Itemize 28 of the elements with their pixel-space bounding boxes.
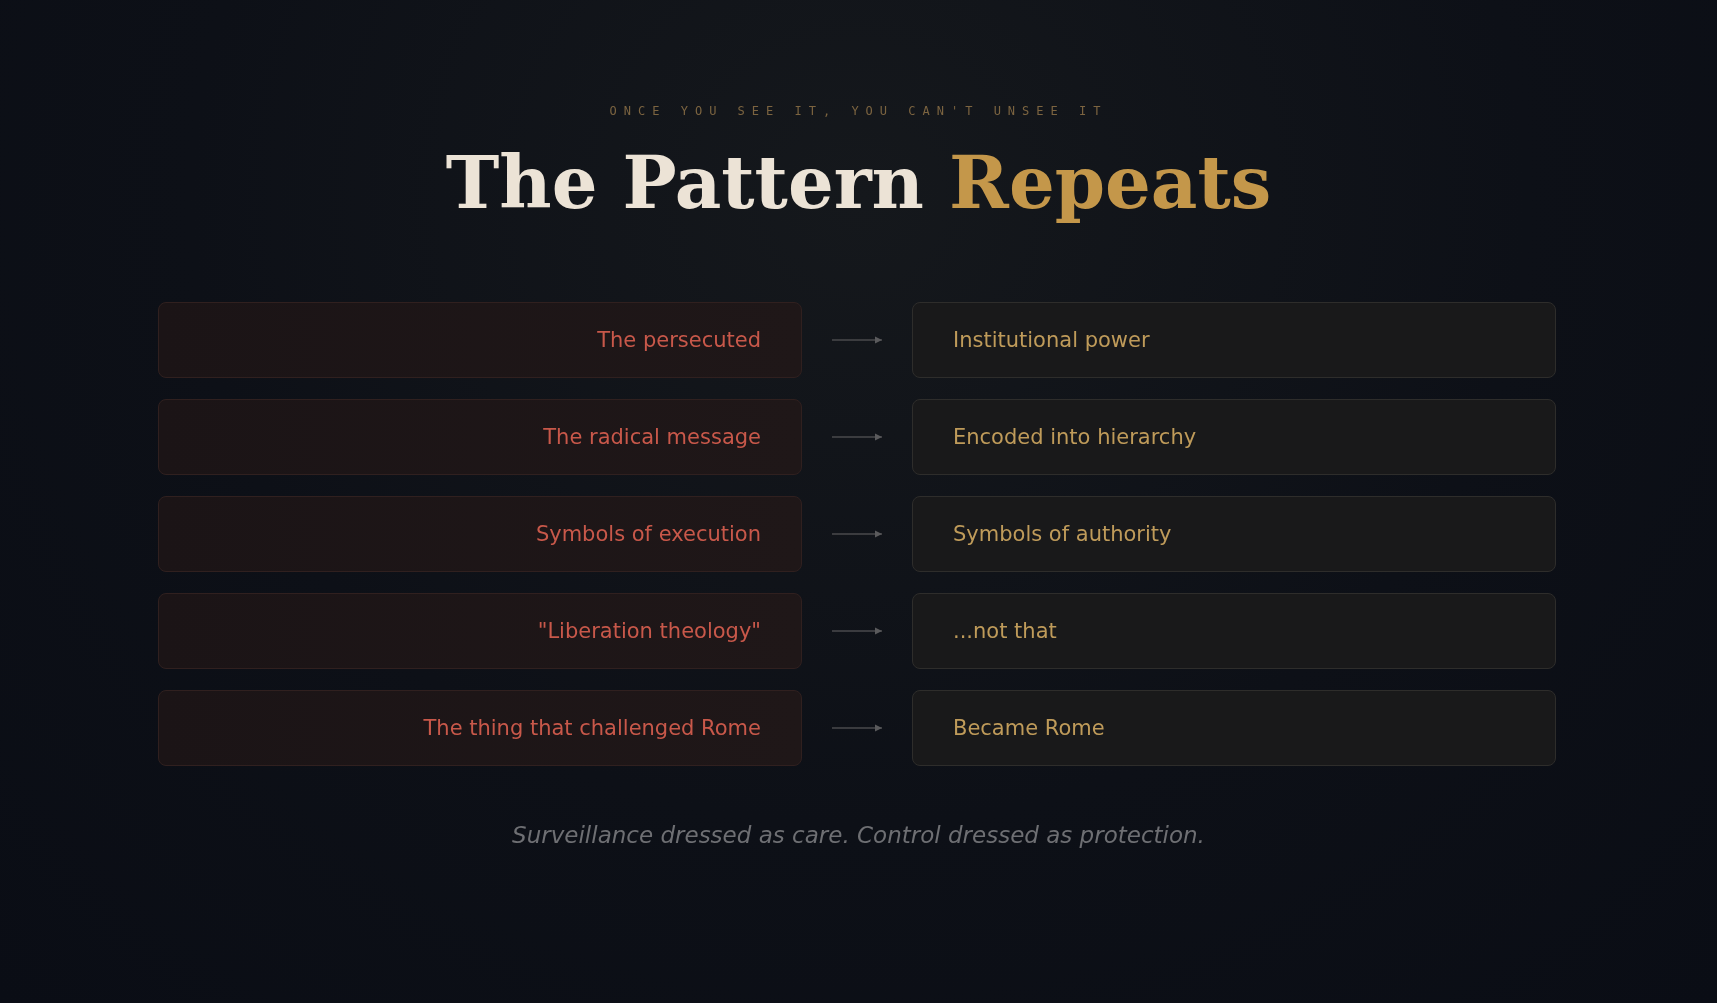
arrow bbox=[831, 724, 883, 732]
arrow bbox=[831, 627, 883, 635]
arrow bbox=[831, 530, 883, 538]
origin-card bbox=[158, 399, 802, 475]
outcome-card bbox=[912, 496, 1556, 572]
card-text: "Liberation theology" bbox=[537, 619, 761, 643]
card-text: The radical message bbox=[543, 425, 761, 449]
arrow bbox=[831, 433, 883, 441]
card-text: Institutional power bbox=[953, 328, 1150, 352]
arrow bbox=[831, 336, 883, 344]
card-text: ...not that bbox=[953, 619, 1057, 643]
card-text: Symbols of execution bbox=[535, 522, 761, 546]
outcome-card bbox=[912, 399, 1556, 475]
card-text: Encoded into hierarchy bbox=[953, 425, 1197, 449]
card-text: Symbols of authority bbox=[953, 522, 1172, 546]
origin-card bbox=[158, 593, 802, 669]
card-text: The persecuted bbox=[597, 328, 761, 352]
outcome-card bbox=[912, 690, 1556, 766]
card-text: The thing that challenged Rome bbox=[423, 716, 761, 740]
caption: Surveillance dressed as care. Control dressed as protection. bbox=[512, 822, 1205, 848]
title: The Pattern Repeats bbox=[445, 140, 1272, 225]
origin-card bbox=[158, 690, 802, 766]
card-text: Became Rome bbox=[953, 716, 1105, 740]
outcome-card bbox=[912, 593, 1556, 669]
outcome-card bbox=[912, 302, 1556, 378]
origin-card bbox=[158, 496, 802, 572]
kicker-text: ONCE YOU SEE IT, YOU CAN'T UNSEE IT bbox=[609, 104, 1108, 118]
origin-card bbox=[158, 302, 802, 378]
